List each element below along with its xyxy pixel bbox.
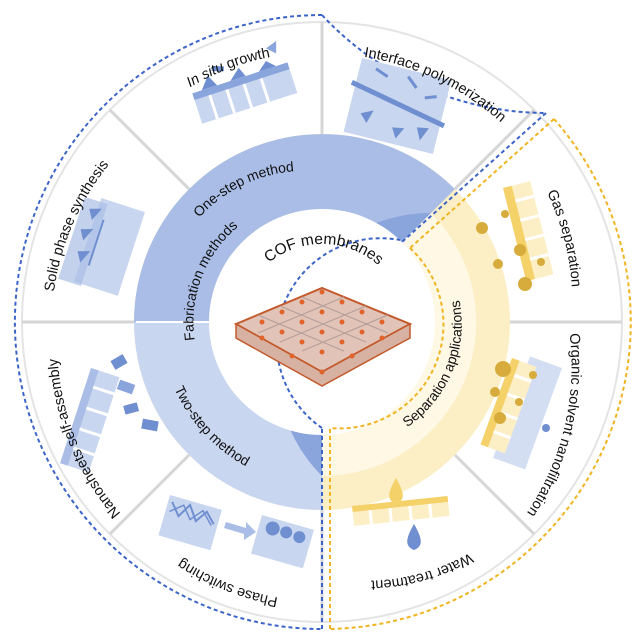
- in-situ-growth-icon: [192, 40, 298, 124]
- panel-dividers: [22, 22, 622, 622]
- gas-separation-icon: [476, 181, 554, 291]
- nanosheets-self-assembly-icon: [60, 354, 159, 473]
- interface-polymerization-icon: [343, 57, 452, 154]
- dashed-boundaries: [14, 14, 632, 630]
- phase-switching-icon: [158, 495, 314, 569]
- organic-solvent-nanofiltration-icon: [480, 356, 563, 470]
- water-treatment-icon: [352, 478, 450, 550]
- cof-lattice-illustration: [233, 286, 413, 387]
- solid-phase-synthesis-icon: [58, 196, 145, 296]
